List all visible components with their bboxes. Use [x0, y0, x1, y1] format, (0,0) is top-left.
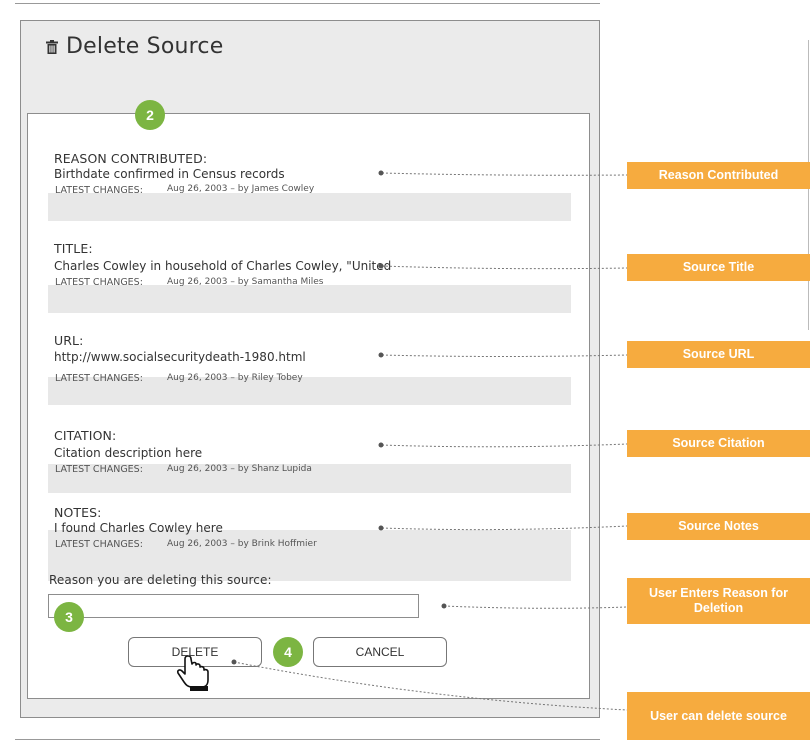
connector-citation	[381, 443, 628, 448]
field-label-reason: REASON CONTRIBUTED:	[54, 151, 208, 166]
cancel-button[interactable]: CANCEL	[313, 637, 447, 667]
connector-notes	[381, 525, 628, 531]
latest-change-notes: Aug 26, 2003 – by Brink Hoffmier	[167, 539, 317, 549]
reason-input[interactable]	[48, 594, 419, 618]
callout-user-enters-reason: User Enters Reason for Deletion	[627, 578, 810, 624]
connector-reason	[381, 172, 628, 176]
field-label-notes: NOTES:	[54, 505, 102, 520]
trash-icon	[46, 40, 58, 54]
field-band-title	[48, 285, 571, 313]
callout-user-can-delete: User can delete source	[627, 692, 810, 740]
field-label-url: URL:	[54, 333, 84, 348]
connector-url	[381, 354, 628, 357]
field-band-url	[48, 377, 571, 405]
callout-reason-contributed: Reason Contributed	[627, 162, 810, 189]
field-band-notes	[48, 530, 571, 581]
field-value-notes: I found Charles Cowley here	[54, 521, 223, 535]
latest-change-title: Aug 26, 2003 – by Samantha Miles	[167, 277, 324, 287]
dialog-title: Delete Source	[66, 34, 224, 59]
hand-pointer-icon	[177, 655, 209, 691]
latest-changes-label: LATEST CHANGES:	[55, 373, 143, 384]
step-badge-4: 4	[273, 637, 303, 667]
callout-source-url: Source URL	[627, 341, 810, 368]
latest-change-reason: Aug 26, 2003 – by James Cowley	[167, 184, 315, 194]
reason-input-label: Reason you are deleting this source:	[49, 573, 272, 587]
field-band-citation	[48, 464, 571, 493]
field-value-title: Charles Cowley in household of Charles C…	[54, 259, 392, 273]
callout-source-citation: Source Citation	[627, 430, 810, 457]
connector-title	[381, 265, 628, 270]
connector-reason-input	[443, 605, 628, 609]
field-value-citation: Citation description here	[54, 446, 203, 460]
latest-changes-label: LATEST CHANGES:	[55, 277, 143, 288]
field-label-title: TITLE:	[54, 241, 93, 256]
top-edge-line	[15, 3, 600, 4]
bottom-edge-line	[15, 739, 600, 740]
latest-change-url: Aug 26, 2003 – by Riley Tobey	[167, 373, 303, 383]
latest-changes-label: LATEST CHANGES:	[55, 185, 143, 196]
step-badge-2: 2	[135, 100, 165, 130]
latest-change-citation: Aug 26, 2003 – by Shanz Lupida	[167, 464, 312, 474]
latest-changes-label: LATEST CHANGES:	[55, 539, 143, 550]
field-value-url: http://www.socialsecuritydeath-1980.html	[54, 350, 306, 364]
connector-delete	[233, 661, 628, 711]
callout-source-notes: Source Notes	[627, 513, 810, 540]
field-band-reason	[48, 193, 571, 221]
step-badge-3: 3	[54, 602, 84, 632]
field-label-citation: CITATION:	[54, 428, 117, 443]
latest-changes-label: LATEST CHANGES:	[55, 464, 143, 475]
callout-source-title: Source Title	[627, 254, 810, 281]
field-value-reason: Birthdate confirmed in Census records	[54, 167, 285, 181]
